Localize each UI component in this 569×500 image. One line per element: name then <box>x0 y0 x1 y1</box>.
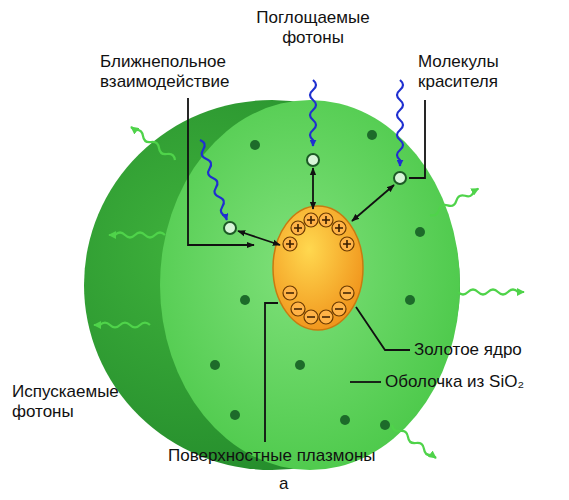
part-label: Оболочка из SiO₂ <box>385 372 524 392</box>
part-label: Золотое ядро <box>414 340 522 360</box>
emitted-photons <box>94 127 524 458</box>
part-label: Поверхностные плазмоны <box>168 446 376 466</box>
negative-charges <box>283 286 354 324</box>
near-field-arrows <box>238 168 394 245</box>
minus-signs <box>286 293 351 317</box>
gold-core <box>273 206 363 330</box>
positive-charges <box>283 213 354 251</box>
part-label: Испускаемые фотоны <box>12 382 132 421</box>
part-label: Ближнепольное взаимодействие <box>100 52 250 91</box>
absorbed-photons <box>200 80 403 220</box>
shell-outer <box>84 100 460 470</box>
excited-molecules <box>224 154 406 234</box>
shell-cut-face <box>160 100 460 470</box>
part-label: Поглощаемые фотоны <box>253 8 373 47</box>
figure-caption: а <box>279 474 288 494</box>
plus-signs <box>286 216 351 248</box>
part-label: Молекулы красителя <box>418 52 538 91</box>
